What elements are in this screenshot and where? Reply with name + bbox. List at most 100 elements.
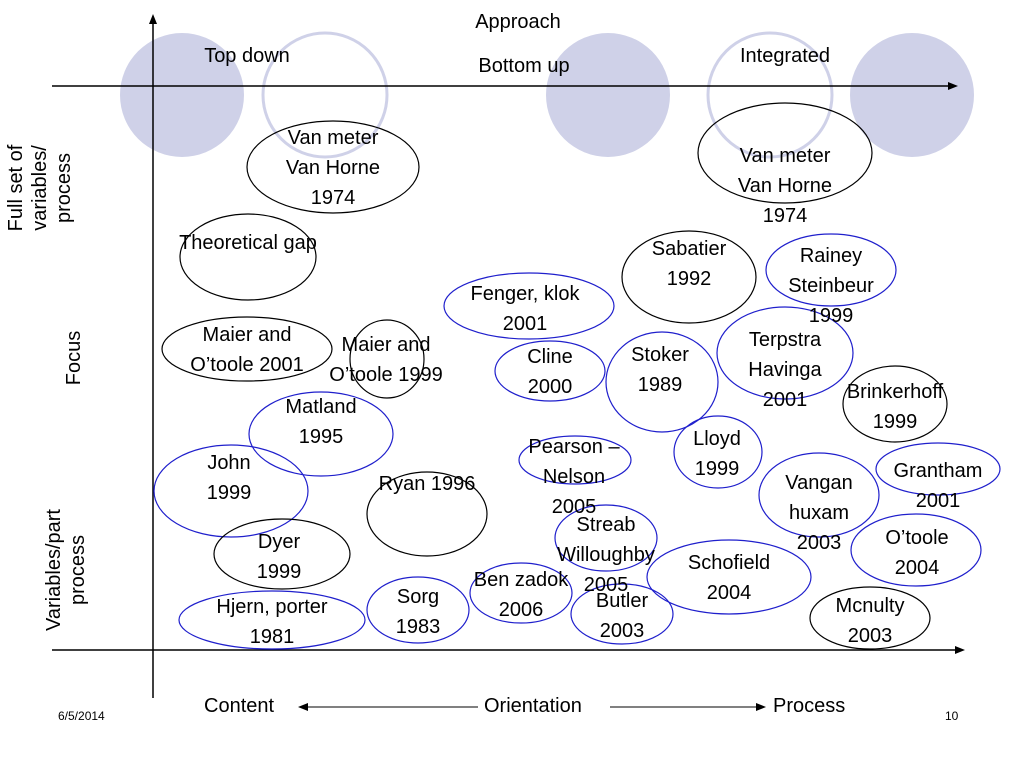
oval-label-line: Rainey: [800, 245, 862, 267]
deco-circle-outline-left: [261, 31, 389, 159]
approach-title: Approach: [475, 11, 561, 33]
top-axis-arrowhead: [948, 82, 958, 90]
label-zahardias-morgan-2005: Hjern, porter 1981: [216, 596, 327, 648]
oval-label-line: Van Horne: [286, 157, 380, 179]
oval-label-line: Schofield: [688, 552, 770, 574]
y-label-line: process: [67, 535, 89, 605]
oval-label-line: 1981: [250, 626, 295, 648]
oval-label-line: Brinkerhoff: [847, 381, 944, 403]
oval-brinkerhoff-1999: [716, 306, 854, 400]
x-label-orientation: Orientation: [484, 695, 582, 717]
approach-header: Approach Top down Bottom up Integrated: [204, 11, 830, 77]
oval-label-line: Fenger, klok: [471, 283, 581, 305]
oval-label-line: Van Horne: [738, 175, 832, 197]
label-matland-1995: Brinkerhoff 1999: [847, 381, 944, 433]
oval-label-line: Matland: [285, 396, 356, 418]
ovals-layer: [153, 102, 1001, 650]
oval-label-line: 2000: [528, 376, 573, 398]
oval-label-line: 1999: [809, 305, 854, 327]
orientation-arrow-left-head: [298, 703, 308, 711]
oval-label-line: 1992: [667, 268, 712, 290]
axes: [52, 14, 965, 711]
oval-butler-2003: [366, 576, 470, 644]
vertical-axis-arrowhead: [149, 14, 157, 24]
oval-label-line: Ryan 1996: [379, 473, 476, 495]
oval-label-line: Terpstra: [749, 329, 822, 351]
oval-label-line: 1995: [299, 426, 344, 448]
footer-date: 6/5/2014: [58, 709, 105, 723]
oval-sorg-1983: [469, 562, 573, 624]
slide-footer: 6/5/2014 10: [58, 709, 959, 723]
oval-label-line: 2004: [707, 582, 752, 604]
y-label-focus: Focus: [63, 331, 85, 385]
oval-dyer-1999: [554, 504, 658, 572]
oval-label-line: 2001: [763, 389, 808, 411]
oval-sabatier-1992: [179, 213, 317, 301]
oval-label-line: Maier and: [203, 324, 292, 346]
x-label-content: Content: [204, 695, 274, 717]
x-label-process: Process: [773, 695, 845, 717]
oval-label-line: 2005: [584, 574, 629, 596]
oval-stoker-1989: [494, 340, 606, 402]
oval-pearson-nelson-2005: [248, 391, 394, 477]
oval-label-line: 1999: [873, 411, 918, 433]
oval-label-line: Mcnulty: [836, 595, 905, 617]
oval-ben-zadok-2006: [646, 539, 812, 615]
oval-label-line: Maier and: [342, 334, 431, 356]
x-axis-labels: Content Orientation Process: [204, 690, 845, 717]
oval-label-line: Steinbeur: [788, 275, 874, 297]
y-label-line: Variables/part: [43, 509, 65, 631]
oval-maier-otoole-2001: [443, 272, 615, 340]
oval-label-line: Hjern, porter: [216, 596, 327, 618]
oval-label-line: Van meter: [288, 127, 379, 149]
oval-zahardias-morgan-2005: [178, 590, 366, 650]
oval-label-line: 2004: [895, 557, 940, 579]
oval-label-line: Dyer: [258, 531, 301, 553]
oval-fenger-klok-2001: [765, 233, 897, 307]
footer-page-number: 10: [945, 709, 959, 723]
oval-ryan-1996: [875, 442, 1001, 496]
oval-label-line: 1989: [638, 374, 683, 396]
oval-label-line: 2003: [600, 620, 645, 642]
oval-label-line: 1974: [311, 187, 356, 209]
oval-label-line: 2003: [797, 532, 842, 554]
y-label-line: Full set of: [5, 144, 27, 231]
oval-label-line: Theoretical gap: [179, 232, 317, 254]
decorative-circles: [120, 31, 974, 159]
oval-label-line: Lloyd: [693, 428, 741, 450]
deco-circle-outline-right: [706, 31, 834, 159]
oval-grantham-2001: [758, 452, 880, 538]
oval-label-line: Willoughby: [557, 544, 655, 566]
oval-label-line: O’toole 1999: [329, 364, 442, 386]
oval-label-line: 2001: [916, 490, 961, 512]
oval-label-line: Nelson: [543, 466, 605, 488]
oval-label-line: 2003: [848, 625, 893, 647]
oval-label-line: Vangan: [785, 472, 852, 494]
oval-vangan-huxam-2003: [153, 444, 309, 538]
oval-theoretical-gap: [697, 102, 873, 204]
oval-cline-2000: [349, 319, 425, 399]
orientation-label-backdrop: [478, 690, 610, 716]
oval-lloyd-1999: [518, 435, 632, 485]
oval-label-line: 1974: [763, 205, 808, 227]
oval-label-line: O’toole: [885, 527, 948, 549]
oval-label-line: 2001: [503, 313, 548, 335]
oval-label-line: Stoker: [631, 344, 689, 366]
oval-label-line: 2006: [499, 599, 544, 621]
oval-label-line: Streab: [577, 514, 636, 536]
label-maier-otoole-2001: Fenger, klok 2001: [471, 283, 581, 335]
